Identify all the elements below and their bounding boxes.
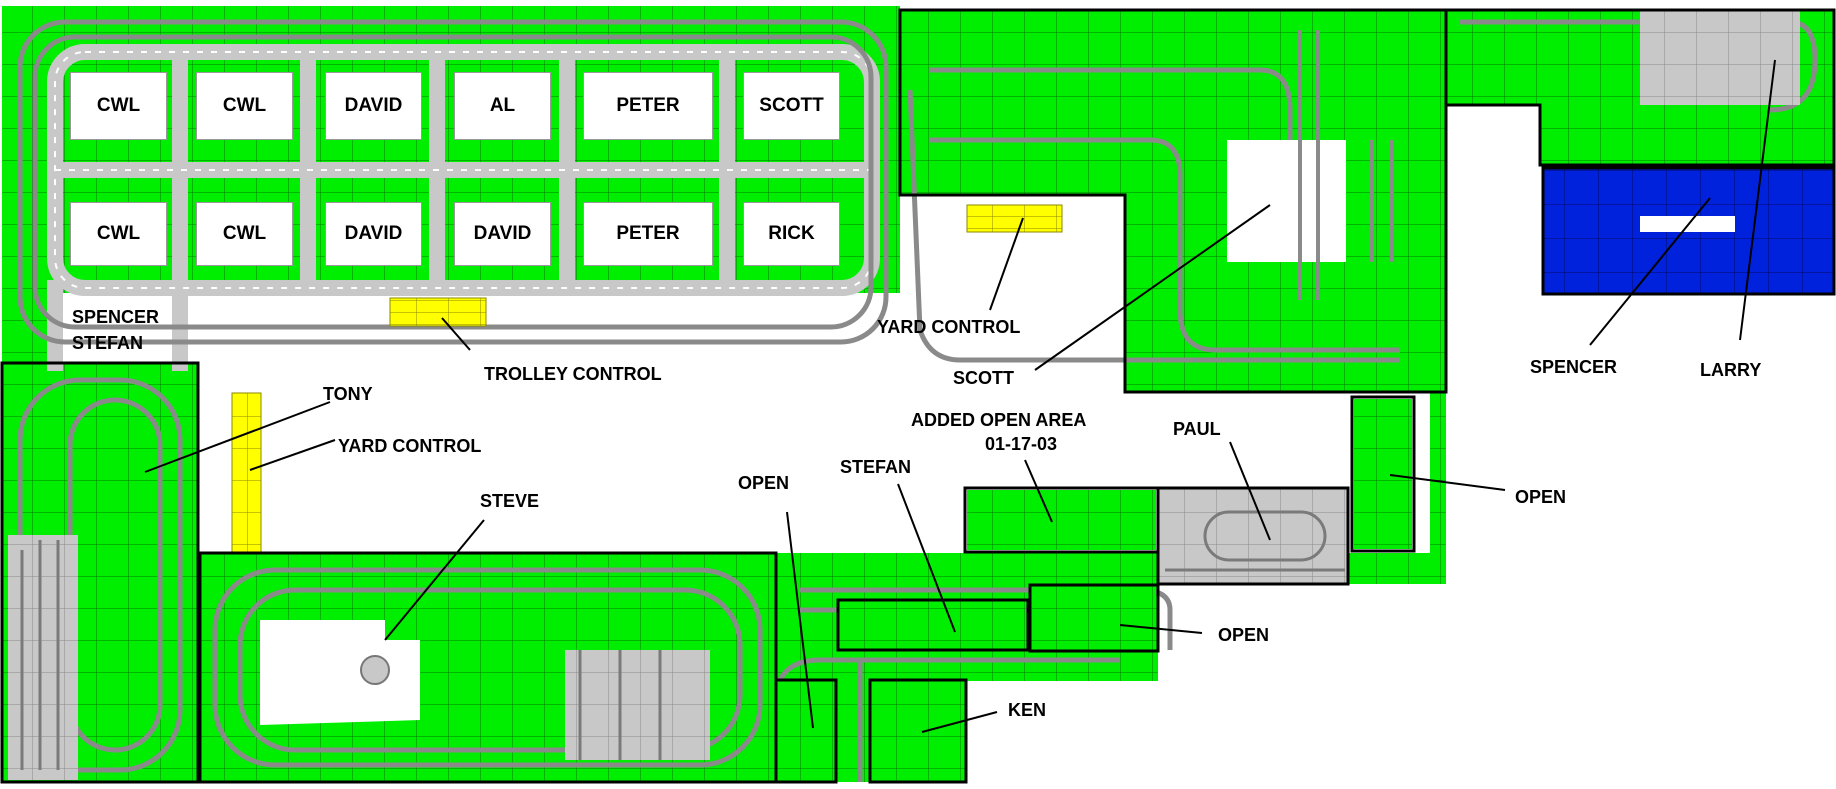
owner-box: DAVID bbox=[325, 202, 422, 266]
section-outlines bbox=[0, 8, 1836, 784]
label-spencer-stefan-1: SPENCER bbox=[72, 307, 160, 327]
owner-box: AL bbox=[454, 72, 551, 140]
owner-name: DAVID bbox=[473, 223, 532, 244]
yard-control-panel-left bbox=[231, 392, 262, 554]
label-ken: KEN bbox=[1008, 700, 1047, 720]
label-paul: PAUL bbox=[1173, 419, 1221, 439]
leader-lines bbox=[144, 59, 1776, 733]
owner-box: DAVID bbox=[454, 202, 551, 266]
owner-box: CWL bbox=[70, 72, 167, 140]
label-scott: SCOTT bbox=[953, 368, 1014, 388]
owner-name: AL bbox=[489, 95, 516, 116]
label-spencer: SPENCER bbox=[1530, 357, 1618, 377]
label-added-open-area-1: ADDED OPEN AREA bbox=[911, 410, 1087, 430]
gray-track-lines bbox=[20, 510, 1345, 770]
owner-box: PETER bbox=[583, 72, 713, 140]
trolley-control-panel bbox=[389, 297, 487, 327]
owner-name: PETER bbox=[616, 223, 680, 244]
gray-areas bbox=[8, 10, 1800, 780]
scott-white bbox=[1227, 140, 1346, 262]
label-added-open-area-2: 01-17-03 bbox=[985, 434, 1058, 454]
scott-yard-tracks bbox=[1298, 30, 1394, 300]
right-vertical bbox=[1430, 392, 1446, 584]
label-steve: STEVE bbox=[480, 491, 540, 511]
trolley-road-dashes bbox=[54, 51, 873, 289]
owner-name: CWL bbox=[96, 95, 141, 116]
label-stefan: STEFAN bbox=[840, 457, 912, 477]
steve-yard bbox=[565, 650, 710, 760]
owner-box: CWL bbox=[70, 202, 167, 266]
owner-box: DAVID bbox=[325, 72, 422, 140]
label-yard-control-top: YARD CONTROL bbox=[877, 317, 1021, 337]
right-mid-block bbox=[1540, 105, 1834, 165]
owner-name: DAVID bbox=[344, 95, 403, 116]
steve-white bbox=[260, 620, 420, 725]
owner-box: CWL bbox=[196, 202, 293, 266]
owner-box: PETER bbox=[583, 202, 713, 266]
label-spencer-stefan-2: STEFAN bbox=[72, 333, 144, 353]
larry-gray bbox=[1640, 10, 1800, 105]
label-open-lower: OPEN bbox=[1218, 625, 1270, 645]
left-yard bbox=[8, 535, 78, 780]
label-open-right: OPEN bbox=[1515, 487, 1567, 507]
top-middle-block bbox=[900, 10, 1446, 195]
owner-name: CWL bbox=[222, 223, 267, 244]
owner-name: CWL bbox=[222, 95, 267, 116]
turntable bbox=[360, 655, 390, 685]
green-patches bbox=[778, 399, 1412, 780]
label-yard-control-left: YARD CONTROL bbox=[338, 436, 482, 456]
owner-box: CWL bbox=[196, 72, 293, 140]
owner-name: RICK bbox=[768, 223, 815, 244]
owner-box: RICK bbox=[743, 202, 840, 266]
label-tony: TONY bbox=[323, 384, 373, 404]
paul-gray bbox=[1158, 488, 1348, 584]
owner-name: CWL bbox=[96, 223, 141, 244]
label-open-mid: OPEN bbox=[738, 473, 790, 493]
label-trolley-control: TROLLEY CONTROL bbox=[484, 364, 662, 384]
owner-name: DAVID bbox=[344, 223, 403, 244]
yard-control-panel-top bbox=[966, 204, 1063, 233]
owner-name: PETER bbox=[616, 95, 680, 116]
owner-box: SCOTT bbox=[743, 72, 840, 140]
label-larry: LARRY bbox=[1700, 360, 1762, 380]
owner-name: SCOTT bbox=[759, 95, 824, 116]
